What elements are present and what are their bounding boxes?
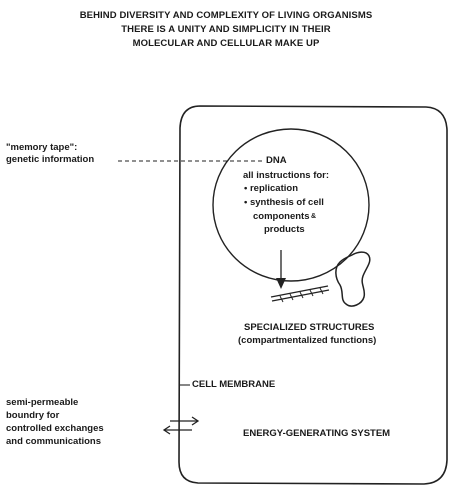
ribosome-strand [270, 285, 330, 303]
title-line-3: MOLECULAR AND CELLULAR MAKE UP [132, 38, 320, 49]
boundary-label-3: controlled exchanges [6, 423, 104, 434]
memory-tape-label: "memory tape": [6, 142, 78, 153]
organelle-shape [335, 251, 371, 307]
components-text: components [253, 211, 310, 222]
cell-membrane-label: CELL MEMBRANE [192, 379, 276, 390]
genetic-information-label: genetic information [6, 154, 95, 165]
instructions-label: all instructions for: [243, 170, 330, 181]
dna-label: DNA [266, 155, 287, 166]
replication-item: • replication [244, 183, 299, 194]
cell-membrane-outline [178, 105, 448, 485]
ampersand-text: & [311, 213, 317, 220]
products-arrow-head [276, 278, 286, 289]
energy-system-label: ENERGY-GENERATING SYSTEM [243, 428, 391, 439]
boundary-label-4: and communications [6, 436, 102, 447]
exchange-arrows-icon [162, 416, 200, 435]
boundary-label-2: boundry for [6, 410, 60, 421]
specialized-structures-label: SPECIALIZED STRUCTURES [244, 322, 375, 333]
synthesis-item: • synthesis of cell [244, 197, 324, 208]
title-line-2: THERE IS A UNITY AND SIMPLICITY IN THEIR [121, 24, 331, 35]
boundary-label-1: semi-permeable [6, 397, 79, 408]
nucleus-circle [212, 128, 370, 282]
title-line-1: BEHIND DIVERSITY AND COMPLEXITY OF LIVIN… [79, 10, 373, 21]
compartmentalized-functions-label: (compartmentalized functions) [238, 335, 377, 346]
products-text: products [264, 224, 305, 235]
